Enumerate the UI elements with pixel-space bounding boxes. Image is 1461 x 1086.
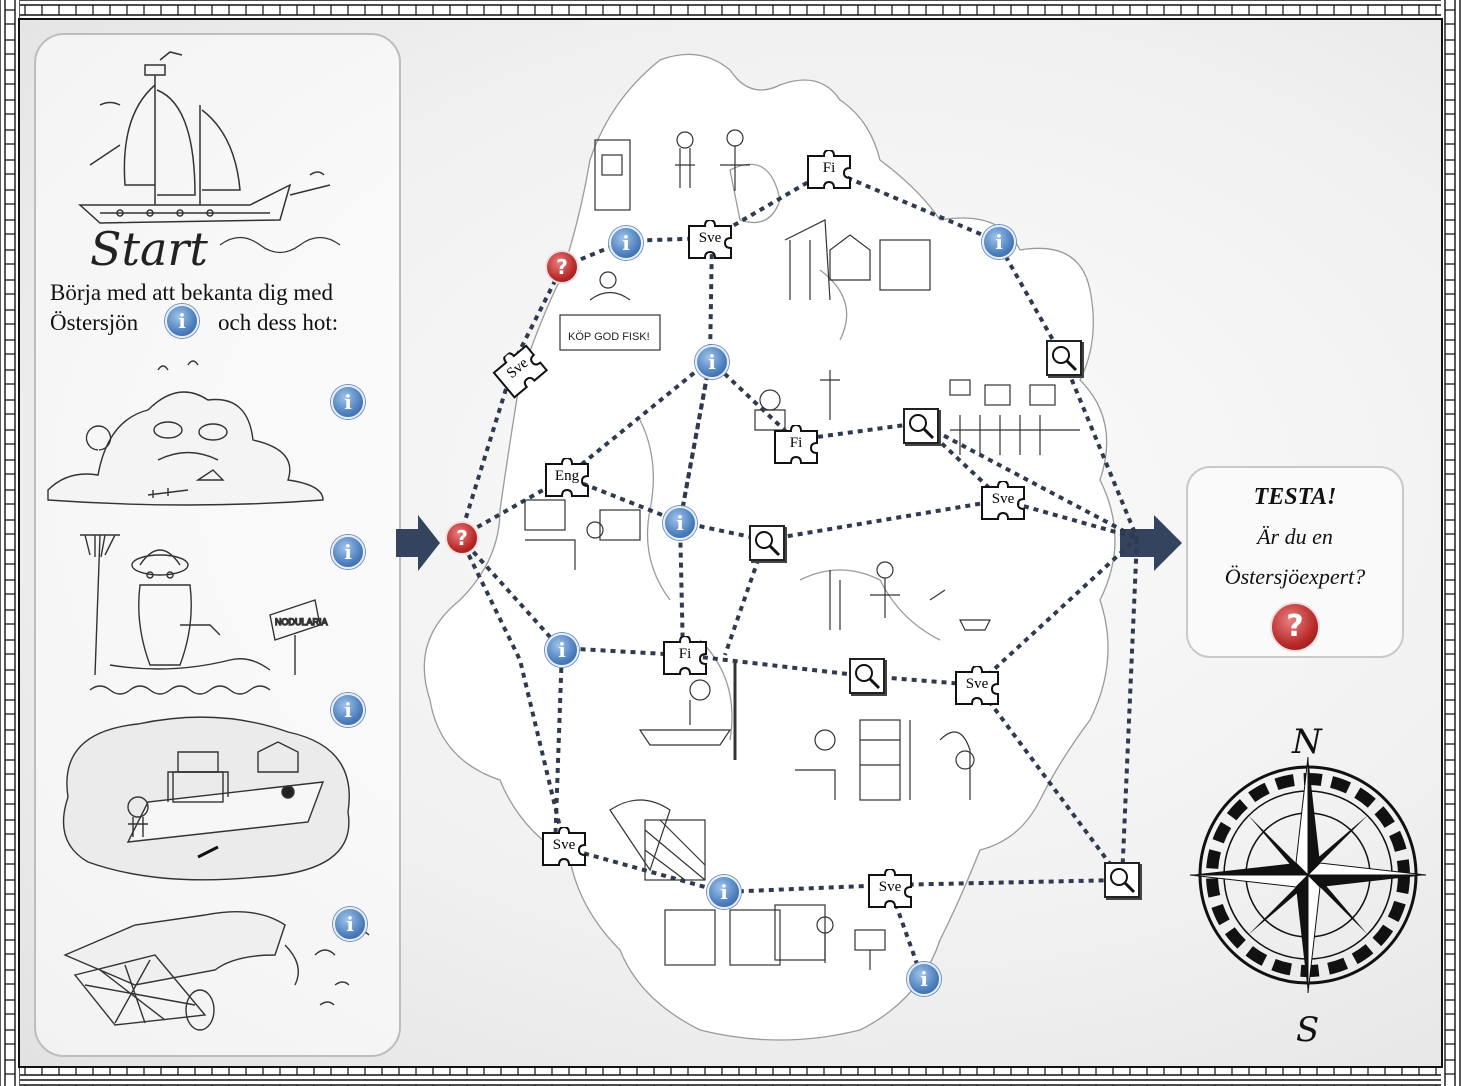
fish-net-illustration (63, 911, 370, 1031)
map-info-node-5[interactable]: i (545, 633, 579, 667)
puzzle-sve-4[interactable]: Sve (954, 666, 1000, 706)
map-info-node-4[interactable]: i (663, 506, 697, 540)
magnifier-icon-4[interactable] (849, 658, 885, 694)
puzzle-fi-2[interactable]: Fi (773, 425, 819, 465)
puzzle-sve-1[interactable]: Sve (489, 340, 550, 400)
test-title: TESTA! (1253, 484, 1337, 510)
compass-south: S (1296, 1010, 1319, 1050)
puzzle-label: Sve (552, 837, 576, 853)
puzzle-label: Fi (822, 160, 836, 176)
magnifier-icon-1[interactable] (1046, 340, 1082, 376)
nodularia-sign: NODULARIA (275, 617, 328, 627)
test-panel[interactable]: TESTA! Är du en Östersjöexpert? ? (1186, 466, 1404, 658)
puzzle-label: Sve (965, 676, 989, 692)
test-quiz-button[interactable]: ? (1270, 602, 1320, 652)
fish-sign: KÖP GOD FISK! (568, 331, 650, 343)
intro-line-1: Börja med att bekanta dig med (50, 280, 333, 305)
start-ship-illustration: Start (78, 51, 341, 276)
arrow-to-map (396, 515, 440, 571)
puzzle-label: Fi (789, 435, 803, 451)
baltic-map: KÖP GOD FISK! (423, 53, 1139, 1041)
map-info-node-1[interactable]: i (609, 226, 643, 260)
puzzle-label: Sve (878, 879, 902, 895)
magnifier-icon-3[interactable] (749, 525, 785, 561)
threat-info-icon-2[interactable]: i (331, 535, 365, 569)
intro-line-2a: Östersjön (50, 310, 139, 335)
compass-rose-icon: N S (1189, 722, 1427, 1050)
map-info-node-7[interactable]: i (907, 962, 941, 996)
puzzle-label: Sve (698, 230, 722, 246)
map-info-node-3[interactable]: i (695, 345, 729, 379)
magnifier-glyph (1052, 346, 1078, 372)
puzzle-sve-5[interactable]: Sve (541, 827, 587, 867)
fishing-boat-illustration (62, 716, 350, 881)
puzzle-sve-3[interactable]: Sve (980, 481, 1026, 521)
puzzle-sve-6[interactable]: Sve (867, 869, 913, 909)
map-quiz-icon-1[interactable]: ? (545, 250, 579, 284)
threat-info-icon-3[interactable]: i (331, 693, 365, 727)
puzzle-label: Sve (991, 491, 1015, 507)
test-question-line2: Östersjöexpert? (1224, 564, 1366, 589)
compass-north: N (1291, 722, 1323, 762)
threat-info-icon-4[interactable]: i (333, 907, 367, 941)
map-info-node-6[interactable]: i (707, 875, 741, 909)
puzzle-eng[interactable]: Eng (544, 458, 590, 498)
gardener-illustration: NODULARIA (80, 534, 328, 695)
map-info-node-2[interactable]: i (982, 225, 1016, 259)
puzzle-label: Fi (678, 646, 692, 662)
arrow-to-test (1120, 515, 1182, 571)
puzzle-fi-1[interactable]: Fi (806, 150, 852, 190)
magnifier-icon-2[interactable] (903, 408, 939, 444)
intro-line-2b: och dess hot: (218, 310, 339, 335)
puzzle-sve-2[interactable]: Sve (687, 220, 733, 260)
puzzle-label: Eng (554, 468, 580, 484)
intro-info-icon[interactable]: i (165, 304, 199, 338)
map-quiz-icon-start[interactable]: ? (445, 521, 479, 555)
magnifier-icon-5[interactable] (1104, 862, 1140, 898)
pollution-blob-illustration (47, 360, 324, 506)
threat-info-icon-1[interactable]: i (331, 385, 365, 419)
start-label: Start (90, 222, 208, 276)
intro-text: Börja med att bekanta dig med Östersjön … (50, 278, 390, 338)
test-question-line1: Är du en (1257, 524, 1333, 549)
puzzle-fi-3[interactable]: Fi (662, 636, 708, 676)
